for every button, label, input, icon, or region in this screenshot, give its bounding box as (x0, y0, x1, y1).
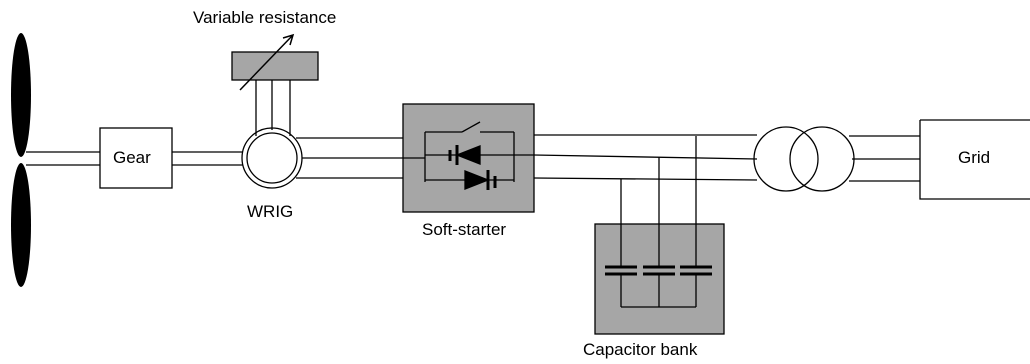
transformer (753, 126, 855, 192)
low-speed-shaft (26, 151, 100, 166)
grid-lines (849, 135, 920, 182)
soft-starter-label: Soft-starter (422, 220, 507, 239)
rotor-connections (255, 80, 291, 136)
grid-label: Grid (958, 148, 991, 167)
wrig-label: WRIG (247, 202, 294, 221)
variable-resistance-box (231, 51, 319, 81)
gear-label: Gear (113, 148, 151, 167)
gear-box (99, 127, 173, 189)
wrig-generator (241, 127, 303, 189)
capacitor-bank-label: Capacitor bank (583, 340, 698, 359)
reverse-thyristor (448, 145, 481, 165)
variable-resistance-label: Variable resistance (193, 8, 337, 27)
stator-lines (296, 137, 403, 179)
upper-blade (11, 33, 31, 157)
capacitor-taps (620, 136, 697, 224)
forward-thyristor (464, 170, 497, 190)
capacitors (605, 224, 712, 308)
lower-blade (11, 163, 31, 287)
output-lines (533, 134, 758, 181)
variable-arrow (239, 33, 295, 91)
turbine-blades (11, 33, 31, 287)
high-speed-shaft (172, 151, 244, 166)
grid-box (919, 119, 1030, 200)
